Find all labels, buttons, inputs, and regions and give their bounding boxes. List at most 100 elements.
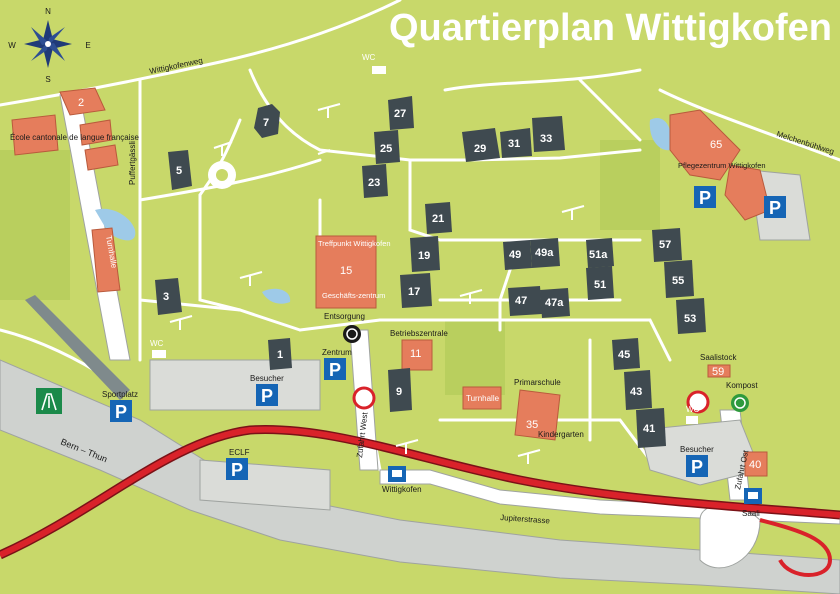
building-43: 43 <box>630 386 642 398</box>
wc-east-icon <box>686 416 698 424</box>
parking-eclf-sign <box>226 458 248 480</box>
motorway-icon <box>41 393 57 411</box>
parking-besucher-east-p: P <box>691 457 703 477</box>
path-roundel-inner <box>216 169 228 181</box>
parking-east-sign <box>764 196 786 218</box>
building-41: 41 <box>643 423 655 435</box>
compass-e: E <box>85 41 90 50</box>
parking-sportplatz-sign <box>110 400 132 422</box>
compass-w: W <box>8 41 16 50</box>
building-35: 35 <box>526 419 538 431</box>
playground-icons <box>169 103 585 464</box>
building-21: 21 <box>432 213 444 225</box>
building-27: 27 <box>394 108 406 120</box>
tram-stop-wittigkofen: Wittigkofen <box>382 485 422 494</box>
building-5: 5 <box>176 165 182 177</box>
parking-sportplatz-p: P <box>115 402 127 422</box>
compost-icon <box>731 394 749 412</box>
wc-north-icon <box>372 66 386 74</box>
parking-besucher-west-sign <box>256 384 278 406</box>
building-1: 1 <box>277 349 283 361</box>
building-7: 7 <box>263 117 269 129</box>
label-turnhalle-center: Turnhalle <box>466 394 500 403</box>
parking-east-p: P <box>769 198 781 218</box>
label-kompost: Kompost <box>726 381 758 390</box>
building-49a: 49a <box>535 247 554 259</box>
tram-stop-saali: Saali <box>742 509 760 518</box>
pond-center <box>262 288 291 304</box>
recycle-icon <box>343 325 361 343</box>
compass-rose <box>24 20 72 68</box>
no-entry-sign-west <box>352 386 376 410</box>
pond-west <box>95 208 136 241</box>
building-31: 31 <box>508 138 520 150</box>
label-treffpunkt: Treffpunkt Wittigkofen <box>318 239 391 248</box>
building-25: 25 <box>380 143 392 155</box>
parking-besucher-east-sign <box>686 455 708 477</box>
building-65: 65 <box>710 139 722 151</box>
building-9: 9 <box>396 386 402 398</box>
wc-west-icon <box>152 350 166 358</box>
parking-besucher-west-label: Besucher <box>250 374 284 383</box>
compass-n: N <box>45 7 51 16</box>
street-jupiterstrasse: Jupiterstrasse <box>500 513 551 525</box>
building-17: 17 <box>408 286 420 298</box>
label-entsorgung: Entsorgung <box>324 312 365 321</box>
tram-line <box>0 426 840 558</box>
building-numbers: 2 7 5 3 1 27 25 23 29 31 33 21 19 17 9 1… <box>78 97 761 471</box>
parking-zentrum-p: P <box>329 360 341 380</box>
building-51a: 51a <box>589 249 608 261</box>
parking-zentrum-sign <box>324 358 346 380</box>
label-saalistock: Saalistock <box>700 353 737 362</box>
map-title: Quartierplan Wittigkofen <box>389 7 832 49</box>
building-47a: 47a <box>545 297 564 309</box>
wc-east: WC <box>686 405 700 414</box>
sports-field-east <box>600 140 660 230</box>
parking-besucher-west-p: P <box>261 386 273 406</box>
label-betriebszentrale: Betriebszentrale <box>390 329 448 338</box>
label-pflegezentrum: Pflegezentrum Wittigkofen <box>678 161 766 170</box>
wc-west: WC <box>150 339 164 348</box>
building-51: 51 <box>594 279 606 291</box>
no-entry-sign-east <box>686 390 710 414</box>
building-11: 11 <box>410 348 421 360</box>
building-2: 2 <box>78 97 84 109</box>
building-3: 3 <box>163 291 169 303</box>
building-49: 49 <box>509 249 521 261</box>
tram-icon-west <box>392 470 402 477</box>
parking-signs: P Sportplatz P Besucher P Zentrum P ECLF… <box>102 186 786 480</box>
compost-icon-inner <box>734 397 746 409</box>
label-primarschule: Primarschule <box>514 378 561 387</box>
parking-pflegezentrum-p: P <box>699 188 711 208</box>
sports-field-center <box>445 320 505 395</box>
building-40: 40 <box>749 459 761 471</box>
label-ecole-text: École cantonale de langue française <box>10 133 140 142</box>
wc-north: WC <box>362 53 376 62</box>
building-15: 15 <box>340 265 352 277</box>
residential-blocks <box>155 96 706 448</box>
building-23: 23 <box>368 177 380 189</box>
parking-eclf-p: P <box>231 460 243 480</box>
label-geschaeftszentrum: Geschäfts-zentrum <box>322 291 385 300</box>
building-45: 45 <box>618 349 630 361</box>
street-puffertgassli: Puffertgässli <box>128 141 137 185</box>
parking-besucher-east-label: Besucher <box>680 445 714 454</box>
road-network <box>0 94 840 594</box>
building-47: 47 <box>515 295 527 307</box>
tram-icon-east <box>748 492 758 499</box>
parking-eclf-label: ECLF <box>229 448 250 457</box>
compass-s: S <box>45 75 50 84</box>
sports-field-west <box>0 150 70 300</box>
recycle-icon-inner <box>346 328 358 340</box>
label-kindergarten: Kindergarten <box>538 430 584 439</box>
building-29: 29 <box>474 143 486 155</box>
parking-sportplatz-label: Sportplatz <box>102 390 138 399</box>
parking-pflegezentrum-sign <box>694 186 716 208</box>
label-ecole: École cantonale de langue française <box>10 133 140 142</box>
tram-loop <box>759 518 833 577</box>
pond-east <box>649 118 672 151</box>
orange-buildings <box>11 87 771 477</box>
building-59: 59 <box>712 366 724 378</box>
building-55: 55 <box>672 275 684 287</box>
